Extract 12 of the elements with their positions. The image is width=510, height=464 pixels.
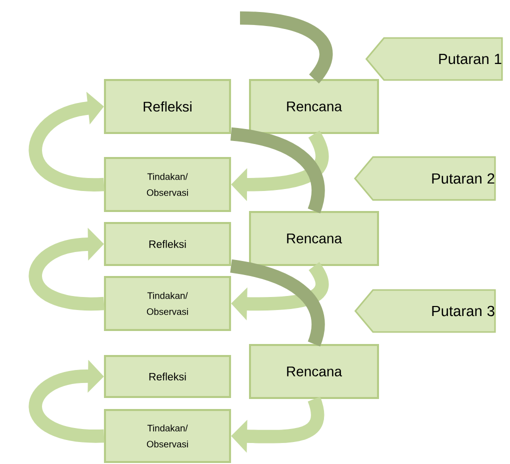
- curved-arrow: [28, 228, 104, 310]
- process-box: Tindakan/ Observasi: [104, 276, 232, 332]
- process-box: Refleksi: [104, 354, 232, 398]
- process-box: Refleksi: [104, 222, 232, 266]
- curved-arrow: [28, 92, 104, 192]
- process-box: Refleksi: [104, 78, 232, 134]
- process-box: Rencana: [249, 210, 379, 266]
- process-box: Rencana: [249, 344, 379, 400]
- curved-arrow: [28, 360, 104, 443]
- process-box: Tindakan/ Observasi: [104, 156, 232, 212]
- process-box: Rencana: [249, 78, 379, 134]
- process-box: Tindakan/ Observasi: [104, 409, 232, 463]
